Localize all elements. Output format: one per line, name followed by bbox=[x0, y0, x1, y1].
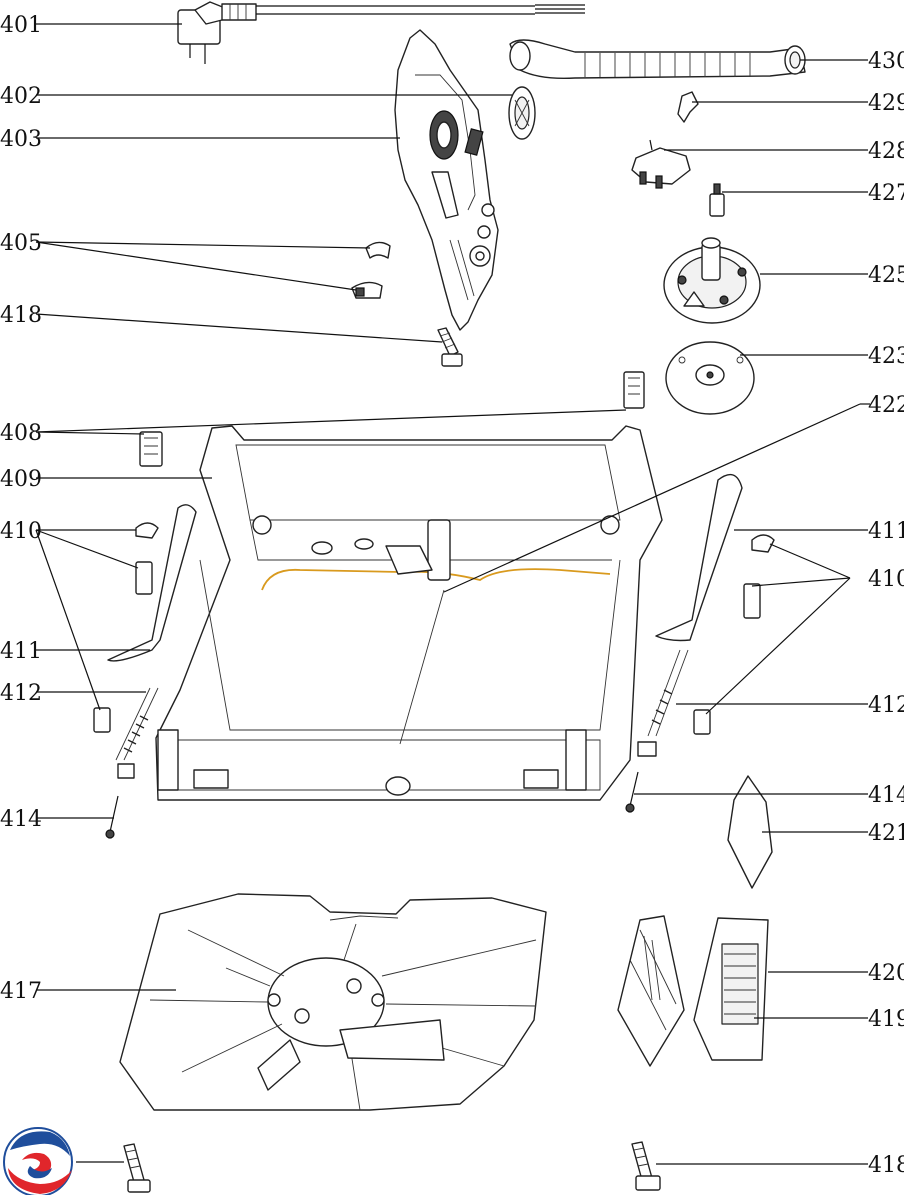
label-409: 409 bbox=[0, 467, 42, 492]
part-labels: 401 402 403 405 418 408 409 410 411 412 … bbox=[0, 13, 904, 1178]
part-428-pressure-switch bbox=[631, 139, 691, 189]
part-427-connector bbox=[709, 183, 725, 217]
part-420-419-control-boxes bbox=[617, 915, 769, 1067]
part-417-bottom-tray bbox=[119, 893, 547, 1111]
part-402-grommet bbox=[508, 86, 536, 140]
part-411-side-covers bbox=[107, 473, 743, 662]
label-402: 402 bbox=[0, 84, 42, 109]
label-403: 403 bbox=[0, 127, 42, 152]
part-425-sump-cover bbox=[663, 237, 761, 324]
label-401: 401 bbox=[0, 13, 42, 38]
label-417: 417 bbox=[0, 979, 42, 1004]
leader-lines bbox=[35, 23, 870, 1165]
part-429-clip bbox=[677, 91, 699, 123]
label-425: 425 bbox=[868, 263, 904, 288]
label-414-right: 414 bbox=[868, 783, 904, 808]
part-408-connectors bbox=[139, 371, 645, 467]
part-418-screw-top bbox=[437, 327, 463, 367]
label-429: 429 bbox=[868, 91, 904, 116]
label-412-left: 412 bbox=[0, 681, 42, 706]
label-420: 420 bbox=[868, 961, 904, 986]
part-418-screws-bottom bbox=[123, 1141, 661, 1193]
part-409-base-frame bbox=[155, 425, 663, 801]
label-427: 427 bbox=[868, 181, 904, 206]
label-412-right: 412 bbox=[868, 693, 904, 718]
label-428: 428 bbox=[868, 139, 904, 164]
label-414-left: 414 bbox=[0, 807, 42, 832]
label-411-right: 411 bbox=[868, 519, 904, 544]
label-410-left: 410 bbox=[0, 519, 42, 544]
label-418-bottom: 418 bbox=[868, 1153, 904, 1178]
label-422: 422 bbox=[868, 393, 904, 418]
part-401-power-cord bbox=[177, 1, 585, 64]
label-418-top: 418 bbox=[0, 303, 42, 328]
label-410-right: 410 bbox=[868, 567, 904, 592]
label-430: 430 bbox=[868, 49, 904, 74]
label-405: 405 bbox=[0, 231, 42, 256]
part-421-cover-plate bbox=[727, 775, 773, 889]
part-410-clips bbox=[93, 522, 775, 735]
label-423: 423 bbox=[868, 344, 904, 369]
brand-swirl-logo bbox=[3, 1127, 73, 1195]
part-412-springs bbox=[115, 649, 689, 779]
label-408: 408 bbox=[0, 421, 42, 446]
part-430-drain-hose bbox=[509, 39, 806, 80]
part-405-clips bbox=[351, 241, 391, 299]
part-414-pins bbox=[105, 771, 639, 839]
label-419: 419 bbox=[868, 1007, 904, 1032]
label-411-left: 411 bbox=[0, 639, 42, 664]
label-421: 421 bbox=[868, 821, 904, 846]
part-423-filter-plate bbox=[665, 341, 755, 415]
part-403-side-panel bbox=[394, 29, 499, 331]
